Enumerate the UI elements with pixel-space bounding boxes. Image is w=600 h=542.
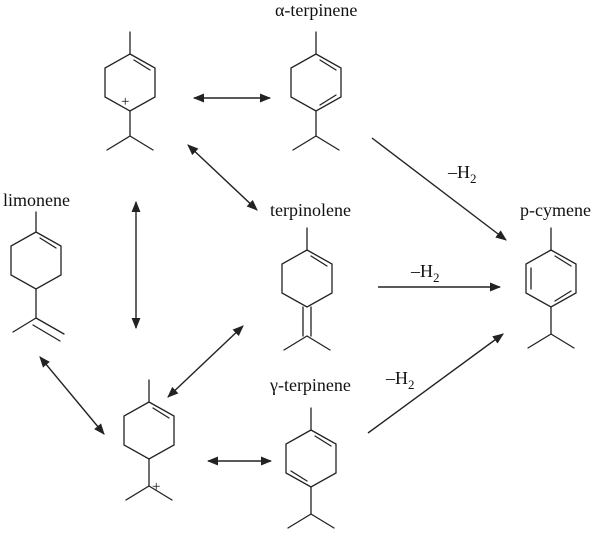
minus-h2-label-bottom-subscript: 2 [408,377,415,392]
arrow-cation-to-terpinolene [187,144,258,211]
p-cymene-label: p-cymene [520,200,591,220]
limonene-structure [10,211,65,342]
minus-h2-label-middle-text: –H [410,261,433,281]
minus-h2-label-bottom: –H2 [385,368,415,392]
minus-h2-label-middle-subscript: 2 [433,270,440,285]
limonene-label: limonene [3,190,70,210]
arrow-bottom-cation-to-terpinolene [167,325,244,398]
minus-h2-label-top-subscript: 2 [470,171,477,186]
arrow-alpha-terpinene-to-p-cymene [371,137,507,241]
terpinolene-label: terpinolene [270,200,351,220]
gamma-terpinene-label: γ-terpinene [269,375,351,395]
positive-charge-bottom: + [152,479,160,495]
minus-h2-label-top: –H2 [447,162,477,186]
carbocation-top-left-structure [104,31,156,151]
p-cymene-structure [525,227,577,349]
alpha-terpinene-label: α-terpinene [275,0,357,20]
arrow-gamma-terpinene-to-p-cymene [367,333,504,434]
terpinolene-structure [281,227,333,351]
positive-charge-top: + [121,94,129,110]
minus-h2-label-top-text: –H [447,162,470,182]
arrow-limonene-to-bottom-cation [39,356,105,435]
gamma-terpinene-structure [285,407,337,529]
minus-h2-label-bottom-text: –H [385,368,408,388]
minus-h2-label-middle: –H2 [410,261,440,285]
alpha-terpinene-structure [290,31,342,151]
carbocation-bottom-left-structure [123,379,175,501]
